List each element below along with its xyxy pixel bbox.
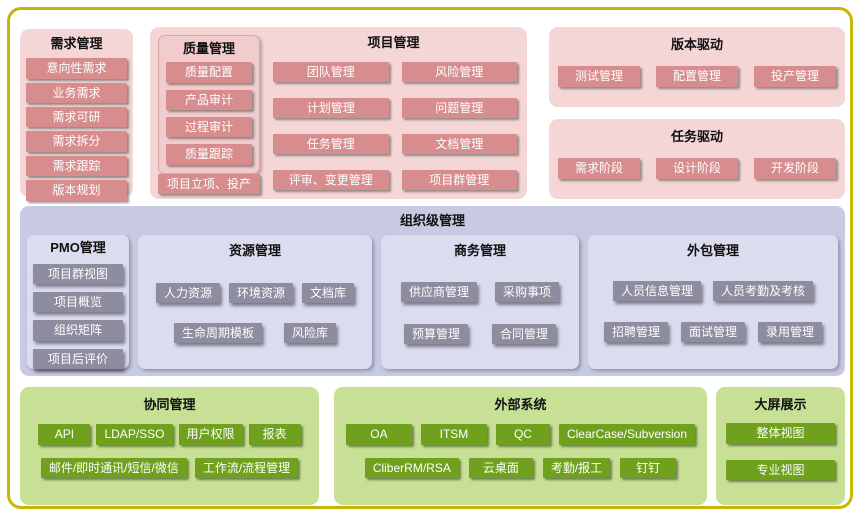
collaboration-title: 协同管理	[143, 397, 196, 412]
business-node: 预算管理	[403, 323, 468, 345]
external-node: ITSM	[420, 424, 487, 445]
project-node: 问题管理	[401, 97, 517, 119]
requirements-node: 版本规划	[26, 180, 127, 201]
display-node: 整体视图	[726, 423, 835, 444]
task-node: 设计阶段	[656, 158, 738, 179]
business-node: 供应商管理	[400, 281, 477, 302]
outsourcing-node: 面试管理	[680, 321, 745, 343]
requirements-node: 需求跟踪	[26, 155, 127, 177]
outsourcing-title: 外包管理	[686, 243, 739, 259]
outsourcing-node: 人员考勤及考核	[713, 280, 814, 301]
external-node: 钉钉	[620, 457, 677, 479]
collaboration-node: LDAP/SSO	[96, 424, 173, 445]
pmo-title: PMO管理	[50, 240, 106, 256]
task-driven-section: 任务驱动 需求阶段 设计阶段 开发阶段	[549, 119, 845, 199]
business-box: 商务管理 供应商管理 采购事项 预算管理 合同管理	[381, 235, 579, 370]
version-driven-section: 版本驱动 测试管理 配置管理 投产管理	[549, 27, 845, 107]
requirements-node: 意向性需求	[26, 58, 127, 79]
resource-node: 生命周期模板	[173, 322, 262, 344]
task-node: 开发阶段	[754, 158, 836, 179]
quality-node: 过程审计	[166, 117, 252, 138]
resource-title: 资源管理	[228, 243, 281, 259]
external-node: OA	[345, 424, 412, 445]
outsourcing-box: 外包管理 人员信息管理 人员考勤及考核 招聘管理 面试管理 录用管理	[588, 235, 838, 370]
pmo-box: PMO管理 项目群视图 项目概览 组织矩阵 项目后评价	[27, 235, 129, 370]
business-node: 采购事项	[495, 281, 560, 302]
requirements-section: 需求管理 意向性需求 业务需求 需求可研 需求拆分 需求跟踪 版本规划	[20, 29, 133, 201]
project-node: 任务管理	[273, 133, 389, 155]
pmo-node: 项目群视图	[33, 263, 123, 284]
project-init-node: 项目立项、投产	[158, 173, 260, 195]
external-node: 云桌面	[468, 457, 533, 479]
project-title: 项目管理	[367, 35, 420, 50]
resource-node: 文档库	[302, 282, 355, 303]
project-node: 计划管理	[273, 97, 389, 119]
business-node: 合同管理	[492, 323, 557, 345]
pmo-node: 组织矩阵	[33, 320, 123, 341]
requirements-title: 需求管理	[50, 36, 103, 51]
version-node: 测试管理	[558, 66, 640, 87]
org-section: 组织级管理 PMO管理 项目群视图 项目概览 组织矩阵 项目后评价 资源管理 人…	[20, 206, 845, 376]
resource-node: 人力资源	[155, 282, 220, 303]
collaboration-node: 邮件/即时通讯/短信/微信	[40, 457, 187, 479]
quality-node: 质量配置	[166, 62, 252, 83]
requirements-node: 需求可研	[26, 107, 127, 128]
project-section: 项目管理 质量管理 质量配置 产品审计 过程审计 质量跟踪 项目立项、投产 团队…	[150, 27, 527, 199]
version-driven-title: 版本驱动	[670, 37, 723, 52]
project-node: 评审、变更管理	[273, 169, 389, 190]
resource-node: 环境资源	[228, 282, 293, 303]
version-node: 配置管理	[656, 66, 738, 87]
collaboration-node: API	[38, 424, 91, 445]
collaboration-node: 工作流/流程管理	[194, 457, 299, 479]
external-node: CliberRM/RSA	[364, 457, 459, 479]
org-title: 组织级管理	[399, 213, 465, 228]
task-node: 需求阶段	[558, 158, 640, 179]
quality-node: 产品审计	[166, 89, 252, 111]
project-node: 风险管理	[401, 62, 517, 83]
resource-node: 风险库	[284, 322, 337, 344]
collaboration-node: 用户权限	[178, 424, 243, 445]
project-node: 团队管理	[273, 62, 389, 83]
collaboration-section: 协同管理 API LDAP/SSO 用户权限 报表 邮件/即时通讯/短信/微信 …	[20, 387, 319, 505]
diagram-frame	[7, 7, 853, 509]
project-node: 文档管理	[401, 133, 517, 155]
external-node: QC	[495, 424, 550, 445]
requirements-node: 需求拆分	[26, 131, 127, 152]
collaboration-node: 报表	[248, 424, 301, 445]
display-title: 大屏展示	[754, 397, 807, 412]
external-title: 外部系统	[494, 397, 547, 412]
business-title: 商务管理	[453, 243, 506, 259]
display-node: 专业视图	[726, 459, 835, 481]
external-node: 考勤/报工	[542, 457, 611, 479]
version-node: 投产管理	[754, 66, 836, 87]
outsourcing-node: 人员信息管理	[612, 280, 701, 301]
project-node: 项目群管理	[401, 169, 517, 190]
quality-box: 质量管理 质量配置 产品审计 过程审计 质量跟踪	[158, 35, 260, 174]
resource-box: 资源管理 人力资源 环境资源 文档库 生命周期模板 风险库	[138, 235, 372, 370]
quality-title: 质量管理	[182, 41, 235, 56]
task-driven-title: 任务驱动	[670, 129, 723, 144]
outsourcing-node: 招聘管理	[603, 321, 668, 343]
pmo-node: 项目后评价	[33, 348, 123, 370]
pmo-node: 项目概览	[33, 291, 123, 313]
external-section: 外部系统 OA ITSM QC ClearCase/Subversion Cli…	[334, 387, 707, 505]
quality-node: 质量跟踪	[166, 144, 252, 165]
display-section: 大屏展示 整体视图 专业视图	[716, 387, 845, 505]
requirements-node: 业务需求	[26, 82, 127, 104]
outsourcing-node: 录用管理	[758, 321, 823, 343]
external-node: ClearCase/Subversion	[558, 424, 696, 445]
